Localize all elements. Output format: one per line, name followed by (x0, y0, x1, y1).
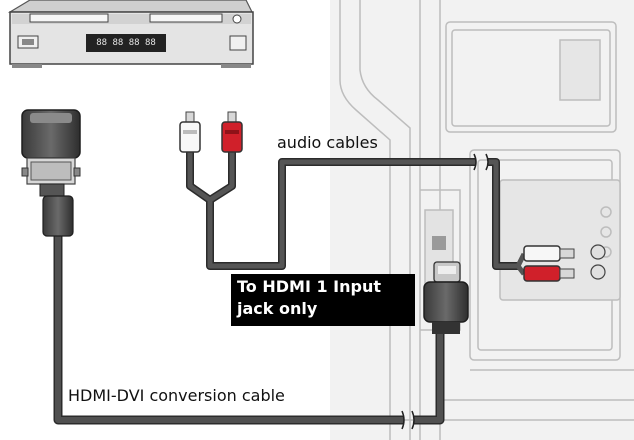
hdmi-dvi-cable-label: HDMI-DVI conversion cable (68, 386, 285, 405)
rca-plug-pair-tv-icon (515, 244, 606, 282)
hdmi-input-callout-line2: jack only (237, 299, 318, 318)
rca-plug-pair-icon (179, 111, 243, 153)
hdmi-input-callout-line1: To HDMI 1 Input (237, 277, 382, 296)
cable-break-icon (401, 153, 489, 430)
hdmi-connector-icon (423, 261, 469, 334)
hdmi-dvi-cable (53, 236, 445, 425)
dvi-connector-icon (21, 109, 81, 237)
audio-cable (186, 150, 520, 270)
vcr-dvd-player-icon (7, 0, 254, 68)
audio-cables-label: audio cables (277, 133, 378, 152)
tv-back-panel (330, 0, 634, 440)
hdmi-input-callout: To HDMI 1 Input jack only (231, 274, 415, 326)
device-display: 88 88 88 88 (96, 38, 156, 48)
